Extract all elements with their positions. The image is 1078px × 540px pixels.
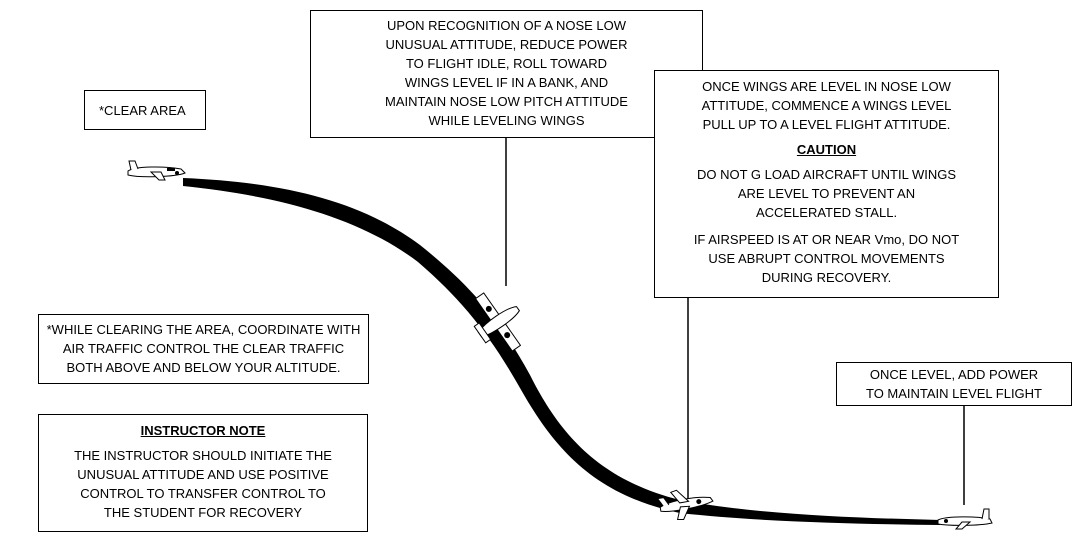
once-wings-level-box: ONCE WINGS ARE LEVEL IN NOSE LOW ATTITUD…: [654, 70, 999, 298]
instructor-line: THE STUDENT FOR RECOVERY: [39, 503, 367, 522]
clear-area-box: *CLEAR AREA: [84, 90, 206, 130]
level-line: ONCE LEVEL, ADD POWER: [837, 365, 1071, 384]
instructor-line: CONTROL TO TRANSFER CONTROL TO: [39, 484, 367, 503]
aircraft-level-final-icon: [938, 509, 992, 529]
while-line: BOTH ABOVE AND BELOW YOUR ALTITUDE.: [39, 358, 368, 377]
caution-line: ACCELERATED STALL.: [655, 203, 998, 222]
upon-line: UPON RECOGNITION OF A NOSE LOW: [311, 16, 702, 35]
instructor-line: UNUSUAL ATTITUDE AND USE POSITIVE: [39, 465, 367, 484]
caution-line: IF AIRSPEED IS AT OR NEAR Vmo, DO NOT: [655, 230, 998, 249]
caution-line: DURING RECOVERY.: [655, 268, 998, 287]
upon-recognition-box: UPON RECOGNITION OF A NOSE LOW UNUSUAL A…: [310, 10, 703, 138]
upon-line: TO FLIGHT IDLE, ROLL TOWARD: [311, 54, 702, 73]
caution-line: ARE LEVEL TO PREVENT AN: [655, 184, 998, 203]
once-line: ONCE WINGS ARE LEVEL IN NOSE LOW: [655, 77, 998, 96]
upon-line: WINGS LEVEL IF IN A BANK, AND: [311, 73, 702, 92]
instructor-line: THE INSTRUCTOR SHOULD INITIATE THE: [39, 446, 367, 465]
while-line: *WHILE CLEARING THE AREA, COORDINATE WIT…: [39, 320, 368, 339]
upon-line: MAINTAIN NOSE LOW PITCH ATTITUDE: [311, 92, 702, 111]
instructor-note-box: INSTRUCTOR NOTE THE INSTRUCTOR SHOULD IN…: [38, 414, 368, 532]
caution-line: USE ABRUPT CONTROL MOVEMENTS: [655, 249, 998, 268]
while-line: AIR TRAFFIC CONTROL THE CLEAR TRAFFIC: [39, 339, 368, 358]
upon-line: UNUSUAL ATTITUDE, REDUCE POWER: [311, 35, 702, 54]
level-line: TO MAINTAIN LEVEL FLIGHT: [837, 384, 1071, 403]
upon-line: WHILE LEVELING WINGS: [311, 111, 702, 130]
once-level-box: ONCE LEVEL, ADD POWER TO MAINTAIN LEVEL …: [836, 362, 1072, 406]
aircraft-pullup-icon: [657, 484, 715, 523]
caution-line: DO NOT G LOAD AIRCRAFT UNTIL WINGS: [655, 165, 998, 184]
once-line: ATTITUDE, COMMENCE A WINGS LEVEL: [655, 96, 998, 115]
instructor-note-heading: INSTRUCTOR NOTE: [39, 421, 367, 440]
caution-heading: CAUTION: [655, 140, 998, 159]
aircraft-level-icon: [128, 161, 185, 180]
once-line: PULL UP TO A LEVEL FLIGHT ATTITUDE.: [655, 115, 998, 134]
while-clearing-box: *WHILE CLEARING THE AREA, COORDINATE WIT…: [38, 314, 369, 384]
clear-area-text: *CLEAR AREA: [99, 101, 205, 120]
